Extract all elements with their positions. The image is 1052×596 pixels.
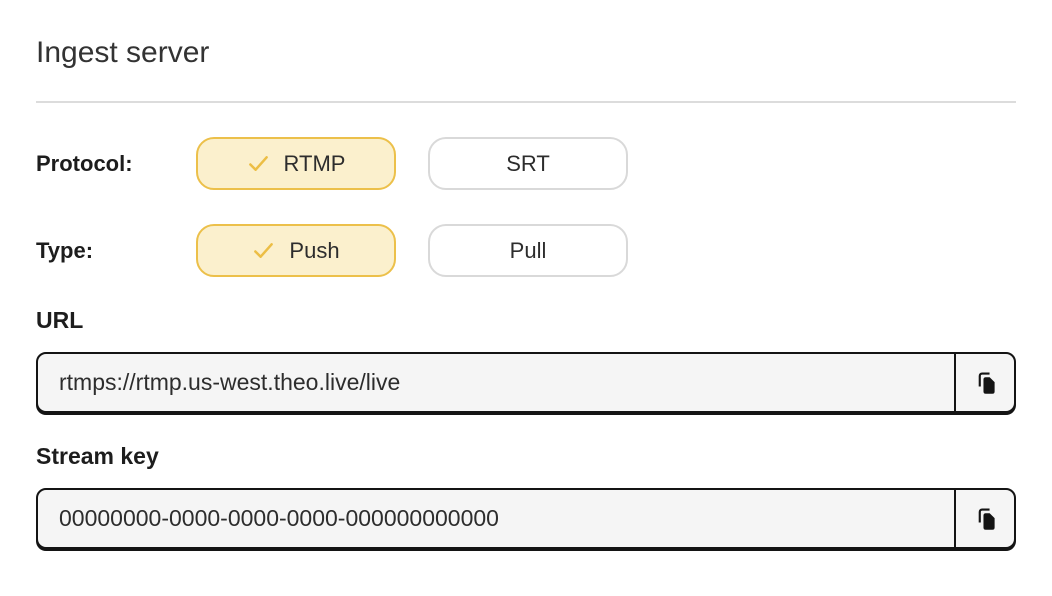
protocol-option-srt-label: SRT bbox=[506, 150, 550, 176]
url-input[interactable] bbox=[38, 354, 954, 411]
protocol-option-srt[interactable]: SRT bbox=[428, 137, 628, 190]
protocol-option-rtmp[interactable]: RTMP bbox=[196, 137, 396, 190]
copy-icon bbox=[972, 505, 999, 532]
check-icon bbox=[252, 239, 275, 262]
stream-key-copy-button[interactable] bbox=[954, 490, 1014, 547]
copy-icon bbox=[972, 369, 999, 396]
url-input-group bbox=[36, 352, 1016, 413]
page-title: Ingest server bbox=[36, 36, 210, 69]
url-copy-button[interactable] bbox=[954, 354, 1014, 411]
type-option-pull[interactable]: Pull bbox=[428, 224, 628, 277]
protocol-option-rtmp-label: RTMP bbox=[283, 150, 346, 176]
protocol-label: Protocol: bbox=[36, 150, 133, 176]
type-option-push[interactable]: Push bbox=[196, 224, 396, 277]
ingest-server-panel: Ingest server Protocol: RTMP SRT Type: P… bbox=[36, 36, 1016, 549]
stream-key-input-group bbox=[36, 488, 1016, 549]
stream-key-input[interactable] bbox=[38, 490, 954, 547]
check-icon bbox=[247, 152, 270, 175]
type-label: Type: bbox=[36, 237, 94, 263]
stream-key-label: Stream key bbox=[36, 443, 159, 469]
url-label: URL bbox=[36, 307, 84, 333]
type-row: Type: Push Pull bbox=[36, 224, 1016, 277]
section-divider bbox=[36, 101, 1016, 103]
type-option-pull-label: Pull bbox=[509, 237, 547, 263]
type-option-push-label: Push bbox=[289, 237, 340, 263]
protocol-row: Protocol: RTMP SRT bbox=[36, 137, 1016, 190]
